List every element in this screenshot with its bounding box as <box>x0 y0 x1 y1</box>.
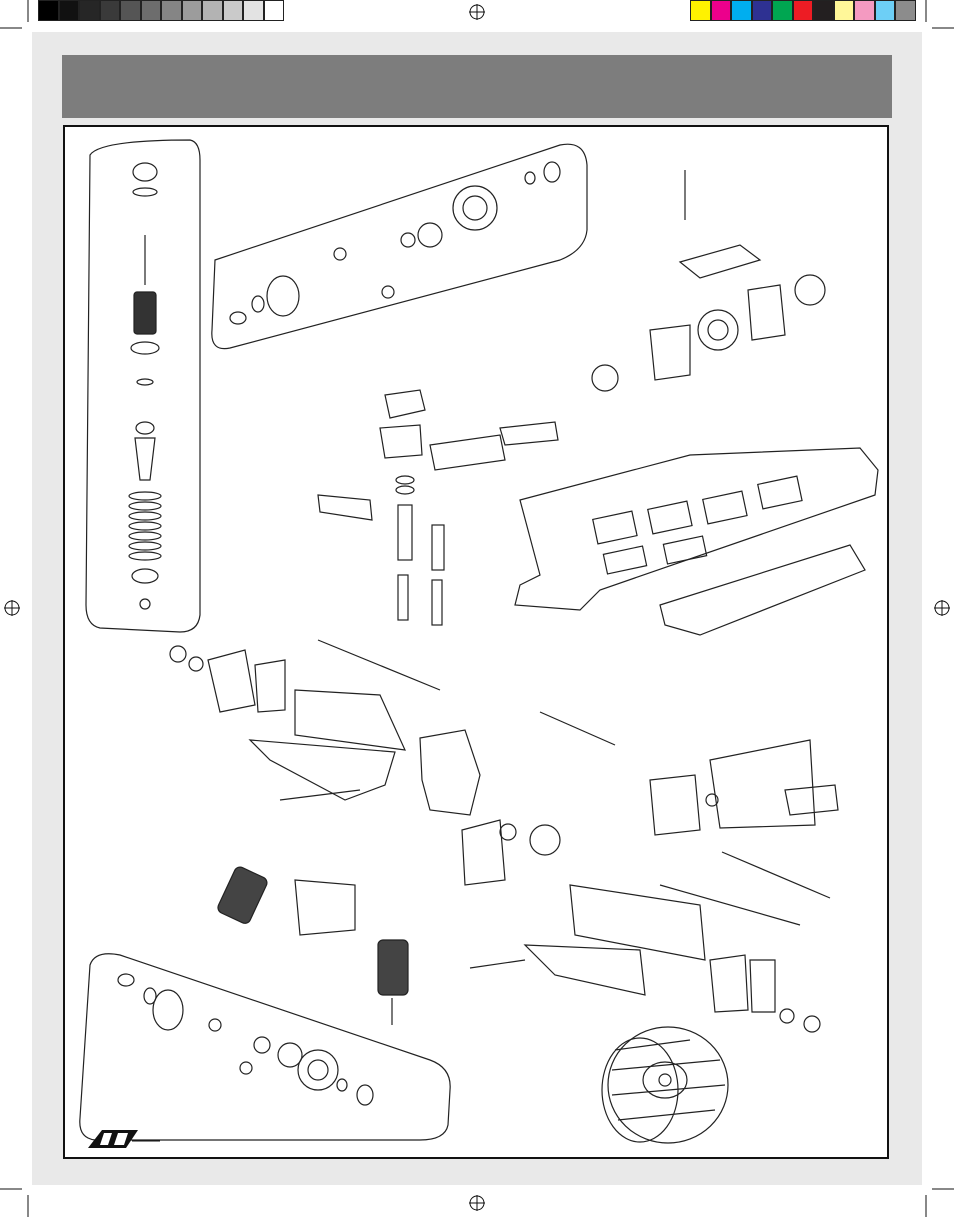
registration-mark-icon <box>4 4 950 1211</box>
grayscale-swatch <box>99 0 120 21</box>
grayscale-calibration-bar <box>38 0 284 21</box>
process-color-swatch <box>690 0 711 21</box>
process-color-swatch <box>854 0 875 21</box>
process-color-swatch <box>710 0 731 21</box>
header-bar <box>62 55 892 118</box>
grayscale-swatch <box>263 0 284 21</box>
hb-racing-logo <box>88 1130 160 1148</box>
process-color-swatch <box>874 0 895 21</box>
process-color-swatch <box>772 0 793 21</box>
grayscale-swatch <box>181 0 202 21</box>
rear-differential <box>79 953 451 1141</box>
process-color-swatch <box>813 0 834 21</box>
center-differential <box>317 170 826 626</box>
wheel <box>601 1026 729 1144</box>
grayscale-swatch <box>120 0 141 21</box>
grayscale-swatch <box>140 0 161 21</box>
process-color-swatch <box>792 0 813 21</box>
grayscale-swatch <box>79 0 100 21</box>
grayscale-swatch <box>161 0 182 21</box>
steering-assembly <box>169 639 839 1033</box>
process-color-swatch <box>895 0 916 21</box>
process-color-swatch <box>751 0 772 21</box>
grayscale-swatch <box>243 0 264 21</box>
process-color-swatch <box>833 0 854 21</box>
grayscale-swatch <box>38 0 59 21</box>
shock-assembly <box>85 139 201 633</box>
grayscale-swatch <box>58 0 79 21</box>
grayscale-swatch <box>222 0 243 21</box>
grayscale-swatch <box>202 0 223 21</box>
chassis-plate <box>514 447 879 636</box>
front-differential <box>211 143 588 350</box>
process-color-calibration-bar <box>690 0 916 21</box>
process-color-swatch <box>731 0 752 21</box>
